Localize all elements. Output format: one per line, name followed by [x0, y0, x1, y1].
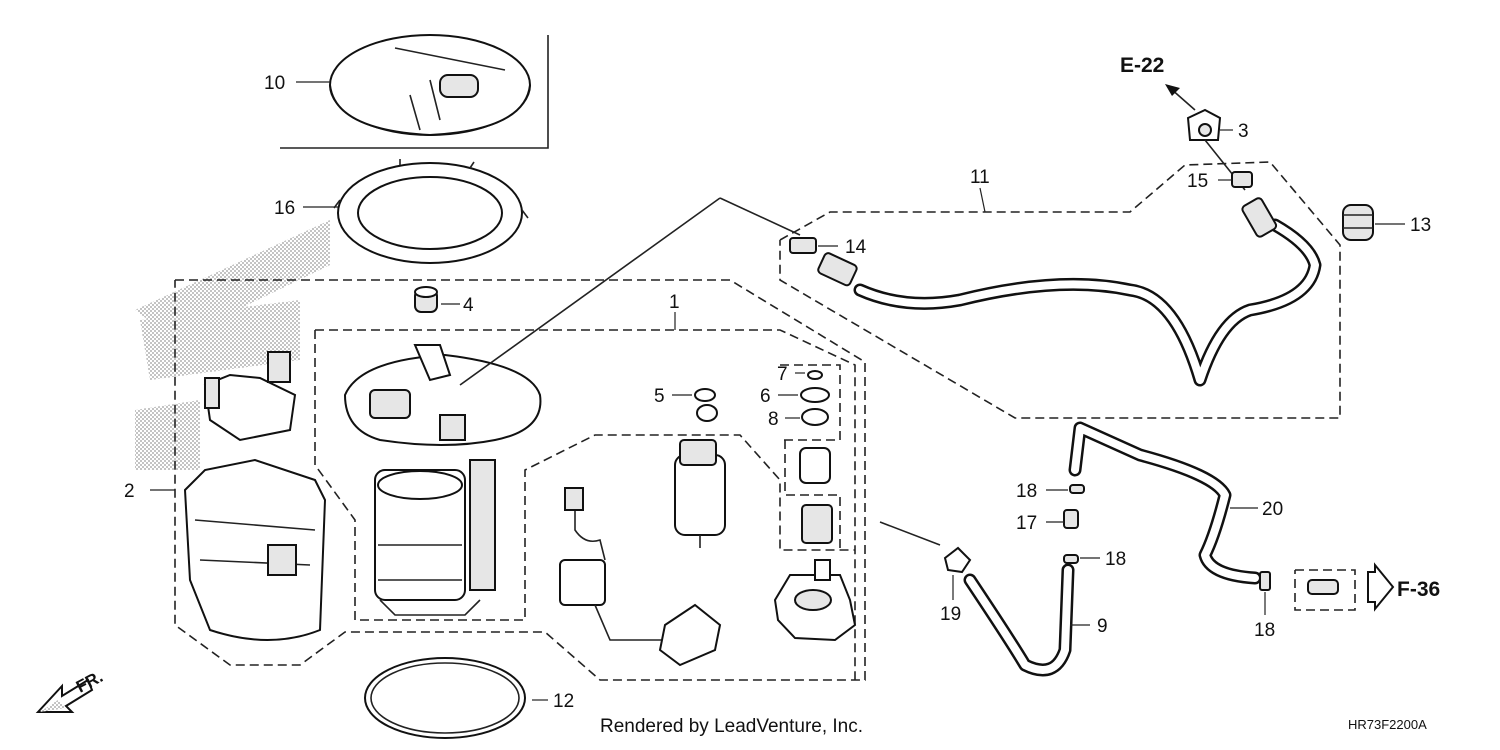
callout-10: 10 [264, 73, 285, 94]
callout-5: 5 [654, 386, 665, 407]
callout-11: 11 [970, 167, 990, 188]
drawing-code: HR73F2200A [1348, 717, 1427, 732]
parts-5-8-seals [694, 364, 841, 441]
routing-lines [459, 197, 941, 546]
callout-8: 8 [768, 409, 779, 430]
part-13-grommet [1342, 204, 1374, 241]
callout-18a: 18 [1016, 481, 1037, 502]
pump-motor [674, 439, 726, 548]
callout-17: 17 [1016, 513, 1037, 534]
part-4-grommet [414, 286, 438, 313]
fuel-level-sender [559, 487, 722, 667]
part-2-pump-housing-group [174, 279, 866, 681]
part-3-clamp [1186, 108, 1246, 191]
callout-18b: 18 [1105, 549, 1126, 570]
callout-13: 13 [1410, 215, 1431, 236]
callout-7: 7 [777, 364, 788, 385]
credit-text: Rendered by LeadVenture, Inc. [600, 716, 863, 737]
callout-14: 14 [845, 237, 867, 258]
part-10-fuel-pump-cover [280, 34, 549, 149]
part-12-o-ring [364, 657, 526, 739]
reference-e22: E-22 [1120, 54, 1164, 77]
reference-f36: F-36 [1397, 578, 1440, 601]
callout-19: 19 [940, 604, 961, 625]
callout-15: 15 [1187, 171, 1208, 192]
part-1-fuel-pump-module [314, 329, 856, 680]
part-9-drain-hose [963, 563, 1075, 677]
pressure-regulator [784, 440, 841, 550]
callout-18c: 18 [1254, 620, 1275, 641]
part-14-joint [789, 237, 817, 254]
front-direction-arrow [35, 678, 94, 713]
callout-3: 3 [1238, 121, 1249, 142]
callout-2: 2 [124, 481, 135, 502]
part-11-fuel-feed-hose [779, 161, 1341, 419]
fittings-17-18-19 [943, 484, 1356, 611]
callout-12: 12 [553, 691, 574, 712]
reference-arrows [1165, 84, 1395, 612]
part-16-retaining-ring [333, 159, 529, 264]
part-15-clip [1231, 171, 1253, 188]
part-20-return-hose [1068, 421, 1262, 585]
callout-1: 1 [669, 292, 680, 313]
callout-6: 6 [760, 386, 771, 407]
filter-cap [773, 559, 857, 642]
leader-lines [150, 81, 1405, 701]
callout-20: 20 [1262, 499, 1283, 520]
callout-9: 9 [1097, 616, 1108, 637]
callout-16: 16 [274, 198, 295, 219]
callout-4: 4 [463, 295, 474, 316]
